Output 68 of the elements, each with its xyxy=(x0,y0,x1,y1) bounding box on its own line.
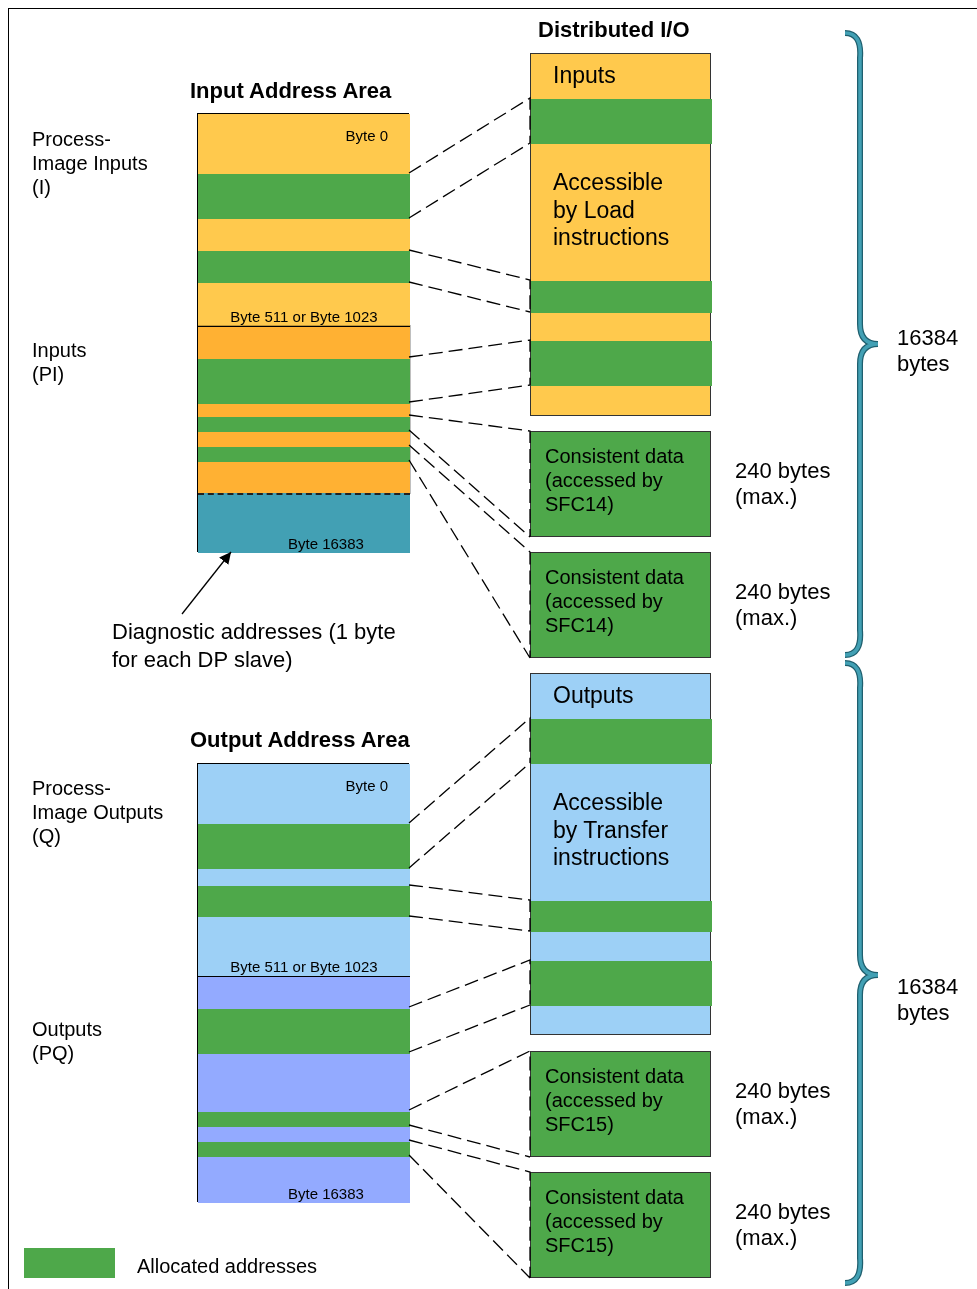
memory-block xyxy=(198,764,410,976)
allocated-address-band xyxy=(531,99,712,144)
area-label: Outputs (PQ) xyxy=(32,1017,104,1065)
byte-label: Byte 0 xyxy=(345,127,388,145)
allocated-address-band xyxy=(198,1009,410,1054)
size-label: 240 bytes (max.) xyxy=(735,458,832,511)
block-label: Inputs xyxy=(553,62,617,90)
memory-block xyxy=(530,673,711,1035)
allocated-address-band xyxy=(531,961,712,1006)
allocated-address-band xyxy=(531,341,712,386)
memory-block xyxy=(530,53,711,416)
mapping-line xyxy=(408,96,531,219)
size-label: 240 bytes (max.) xyxy=(735,579,832,632)
block-label: Consistent data (accessed by SFC14) xyxy=(545,565,685,637)
allocated-address-band xyxy=(198,886,410,917)
mapping-line xyxy=(408,414,531,538)
arrow xyxy=(181,551,232,615)
size-label: 240 bytes (max.) xyxy=(735,1078,832,1131)
memory-column xyxy=(197,113,409,552)
consistent-data-block xyxy=(530,1051,711,1157)
allocated-address-band xyxy=(198,174,410,219)
heading: Input Address Area xyxy=(190,78,392,105)
mapping-line xyxy=(408,339,531,403)
legend-text: Allocated addresses xyxy=(137,1254,318,1278)
size-label: 240 bytes (max.) xyxy=(735,1199,832,1252)
mapping-line xyxy=(408,444,531,659)
block-label: Accessible by Transfer instructions xyxy=(553,789,671,872)
allocated-address-band xyxy=(198,1112,410,1127)
allocated-address-band xyxy=(531,281,712,313)
block-label: Outputs xyxy=(553,682,635,710)
mapping-line xyxy=(408,249,531,313)
area-label: Process- Image Outputs (Q) xyxy=(32,776,165,848)
memory-column xyxy=(197,763,409,1202)
consistent-data-block xyxy=(530,552,711,658)
annotation-text: Diagnostic addresses (1 byte for each DP slave) xyxy=(112,618,404,678)
consistent-data-block xyxy=(530,431,711,537)
byte-label: Byte 16383 xyxy=(288,535,364,553)
mapping-line xyxy=(408,959,531,1053)
mapping-line xyxy=(408,1139,531,1279)
area-label: Inputs (PI) xyxy=(32,338,88,386)
consistent-data-block xyxy=(530,1172,711,1278)
allocated-address-band xyxy=(531,901,712,932)
allocated-address-band xyxy=(198,417,410,432)
size-label: 16384 bytes xyxy=(897,325,960,378)
allocated-address-band xyxy=(198,824,410,869)
byte-label: Byte 0 xyxy=(345,777,388,795)
size-label: 16384 bytes xyxy=(897,974,960,1027)
block-label: Consistent data (accessed by SFC15) xyxy=(545,1064,685,1136)
byte-label: Byte 511 or Byte 1023 xyxy=(229,958,379,976)
block-label: Consistent data (accessed by SFC14) xyxy=(545,444,685,516)
area-label: Process- Image Inputs (I) xyxy=(32,127,149,199)
byte-label: Byte 16383 xyxy=(288,1185,364,1203)
block-label: Consistent data (accessed by SFC15) xyxy=(545,1185,685,1257)
heading: Distributed I/O xyxy=(538,17,690,44)
mapping-line xyxy=(408,884,531,932)
heading: Output Address Area xyxy=(190,727,410,754)
memory-block xyxy=(198,114,410,326)
allocated-address-band xyxy=(198,359,410,404)
allocated-address-band xyxy=(198,1142,410,1157)
allocated-address-band xyxy=(198,447,410,462)
allocated-address-band xyxy=(198,251,410,283)
byte-label: Byte 511 or Byte 1023 xyxy=(229,308,379,326)
memory-block xyxy=(198,976,410,1203)
memory-block xyxy=(198,493,410,553)
allocated-address-band xyxy=(531,719,712,764)
address-region xyxy=(198,326,410,493)
block-label: Accessible by Load instructions xyxy=(553,169,671,252)
mapping-line xyxy=(408,1049,531,1158)
